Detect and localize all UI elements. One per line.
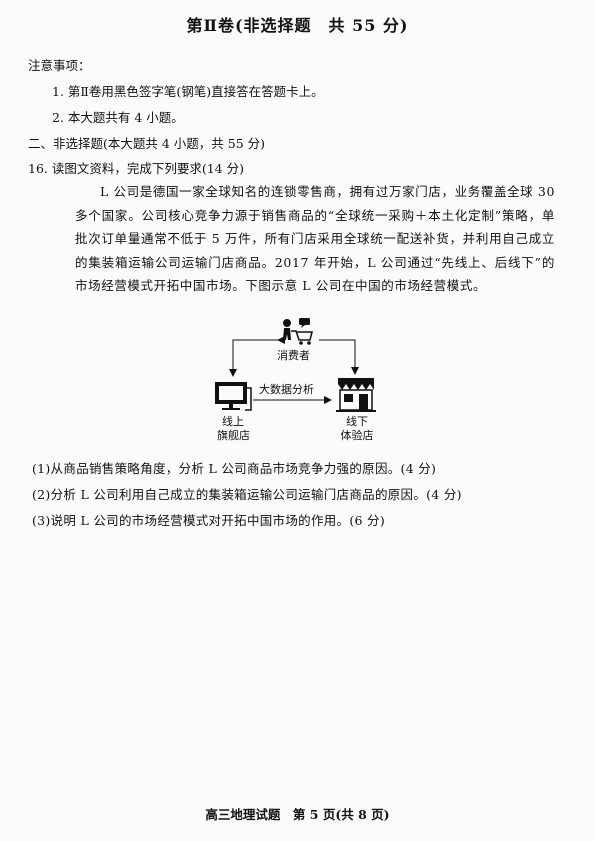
question-16-passage: L 公司是德国一家全球知名的连锁零售商，拥有过万家门店，业务覆盖全球 30 多个… xyxy=(75,184,555,293)
subquestion-3: (3)说明 L 公司的市场经营模式对开拓中国市场的作用。(6 分) xyxy=(32,513,386,528)
diagram-graphics xyxy=(215,318,376,412)
offline-store-shop-icon xyxy=(336,378,376,412)
consumer-label: 消费者 xyxy=(277,349,310,362)
subquestion-1: (1)从商品销售策略角度，分析 L 公司商品市场竞争力强的原因。(4 分) xyxy=(32,461,437,476)
question-16-stem: 16. 读图文资料，完成下列要求(14 分) xyxy=(28,161,244,176)
subquestion-2: (2)分析 L 公司利用自己成立的集装箱运输公司运输门店商品的原因。(4 分) xyxy=(32,487,462,502)
online-store-label-line2: 旗舰店 xyxy=(217,429,250,442)
market-model-diagram: 消费者 大数据分析 线上 旗舰店 线下 体验店 xyxy=(195,318,405,448)
section-heading: 二、非选择题(本大题共 4 小题，共 55 分) xyxy=(28,136,266,151)
consumer-cart-icon xyxy=(283,318,313,345)
offline-store-label: 线下 体验店 xyxy=(337,415,377,443)
big-data-label: 大数据分析 xyxy=(259,383,314,396)
offline-store-label-line1: 线下 xyxy=(346,415,368,428)
online-store-label-line1: 线上 xyxy=(222,415,244,428)
notes-item-1: 1. 第Ⅱ卷用黑色签字笔(钢笔)直接答在答题卡上。 xyxy=(52,84,324,99)
consumer-online-arrow xyxy=(229,336,285,377)
notes-item-2: 2. 本大题共有 4 小题。 xyxy=(52,110,184,125)
online-store-computer-icon xyxy=(215,382,252,411)
offline-store-label-line2: 体验店 xyxy=(340,429,374,442)
notes-heading: 注意事项： xyxy=(28,58,91,73)
online-store-label: 线上 旗舰店 xyxy=(217,415,250,443)
page-footer: 高三地理试题 第 5 页(共 8 页) xyxy=(205,807,390,822)
consumer-offline-arrow xyxy=(319,339,359,375)
page-title: 第Ⅱ卷(非选择题 共 55 分) xyxy=(186,16,409,35)
